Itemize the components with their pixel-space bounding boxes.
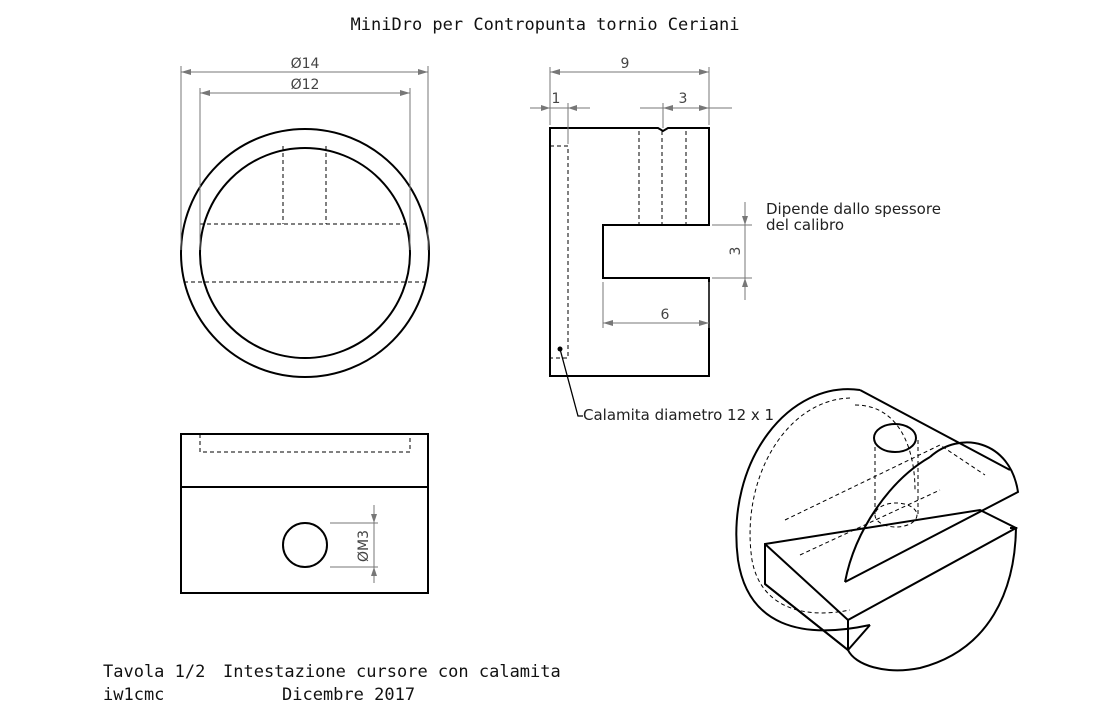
iso-lower-arc <box>847 527 1018 672</box>
sheet-description: Intestazione cursore con calamita <box>223 662 561 682</box>
dim-gap-height: 3 <box>712 202 752 300</box>
dim-offset-left: 1 <box>530 91 590 144</box>
dim-offset-left-label: 1 <box>552 91 561 107</box>
top-outline <box>180 433 429 594</box>
dim-slot-width: 3 <box>640 91 732 128</box>
side-profile <box>549 127 710 377</box>
iso-slot-curve <box>844 456 931 583</box>
magnet-leader-line <box>559 348 583 417</box>
iso-top-edge <box>859 389 1011 471</box>
iso-hidden-slot-mid <box>799 489 941 556</box>
iso-front-corner <box>847 624 871 651</box>
gap-note-line1: Dipende dallo spessore <box>766 200 941 218</box>
iso-slot-edge <box>764 543 849 621</box>
title-block: Tavola 1/2 Intestazione cursore con cala… <box>103 662 561 705</box>
threaded-hole <box>282 522 328 568</box>
isometric-view <box>735 388 1020 672</box>
dim-hole-thread-label: ØM3 <box>356 530 372 562</box>
dim-outer-diameter-label: Ø14 <box>291 56 320 72</box>
gap-note-line2: del calibro <box>766 216 844 234</box>
dim-outer-diameter: Ø14 <box>180 56 429 250</box>
date: Dicembre 2017 <box>282 685 415 705</box>
magnet-note: Calamita diametro 12 x 1 <box>583 406 774 424</box>
iso-right-arc <box>844 441 1020 583</box>
hidden-top-recess <box>199 434 411 453</box>
hidden-magnet-recess <box>550 145 569 359</box>
dim-gap-height-label: 3 <box>728 247 744 256</box>
iso-hole-top <box>873 423 917 453</box>
outer-circle <box>180 128 430 378</box>
dim-slot-depth: 6 <box>602 282 710 328</box>
front-view: Ø14 Ø12 <box>180 56 430 378</box>
dim-slot-depth-label: 6 <box>661 307 670 323</box>
dim-inner-diameter: Ø12 <box>199 77 411 250</box>
side-view: 9 1 3 3 <box>530 56 941 424</box>
drawing-title: MiniDro per Contropunta tornio Ceriani <box>351 15 740 35</box>
top-view: ØM3 <box>180 433 429 594</box>
dim-total-length: 9 <box>549 56 710 125</box>
iso-hidden-inner-arc <box>749 397 851 614</box>
sheet-number: Tavola 1/2 <box>103 662 205 682</box>
iso-hidden-slot-top <box>784 444 986 521</box>
iso-slot-bottom <box>764 583 849 651</box>
iso-hidden-inner-top <box>854 404 916 491</box>
dim-hole-thread: ØM3 <box>330 505 378 583</box>
iso-hidden-hole-bottom <box>874 502 918 528</box>
author: iw1cmc <box>103 685 164 705</box>
dim-inner-diameter-label: Ø12 <box>291 77 320 93</box>
dim-total-length-label: 9 <box>621 56 630 72</box>
iso-cylinder-back <box>735 388 871 632</box>
inner-circle <box>199 147 411 359</box>
dim-slot-width-label: 3 <box>679 91 688 107</box>
